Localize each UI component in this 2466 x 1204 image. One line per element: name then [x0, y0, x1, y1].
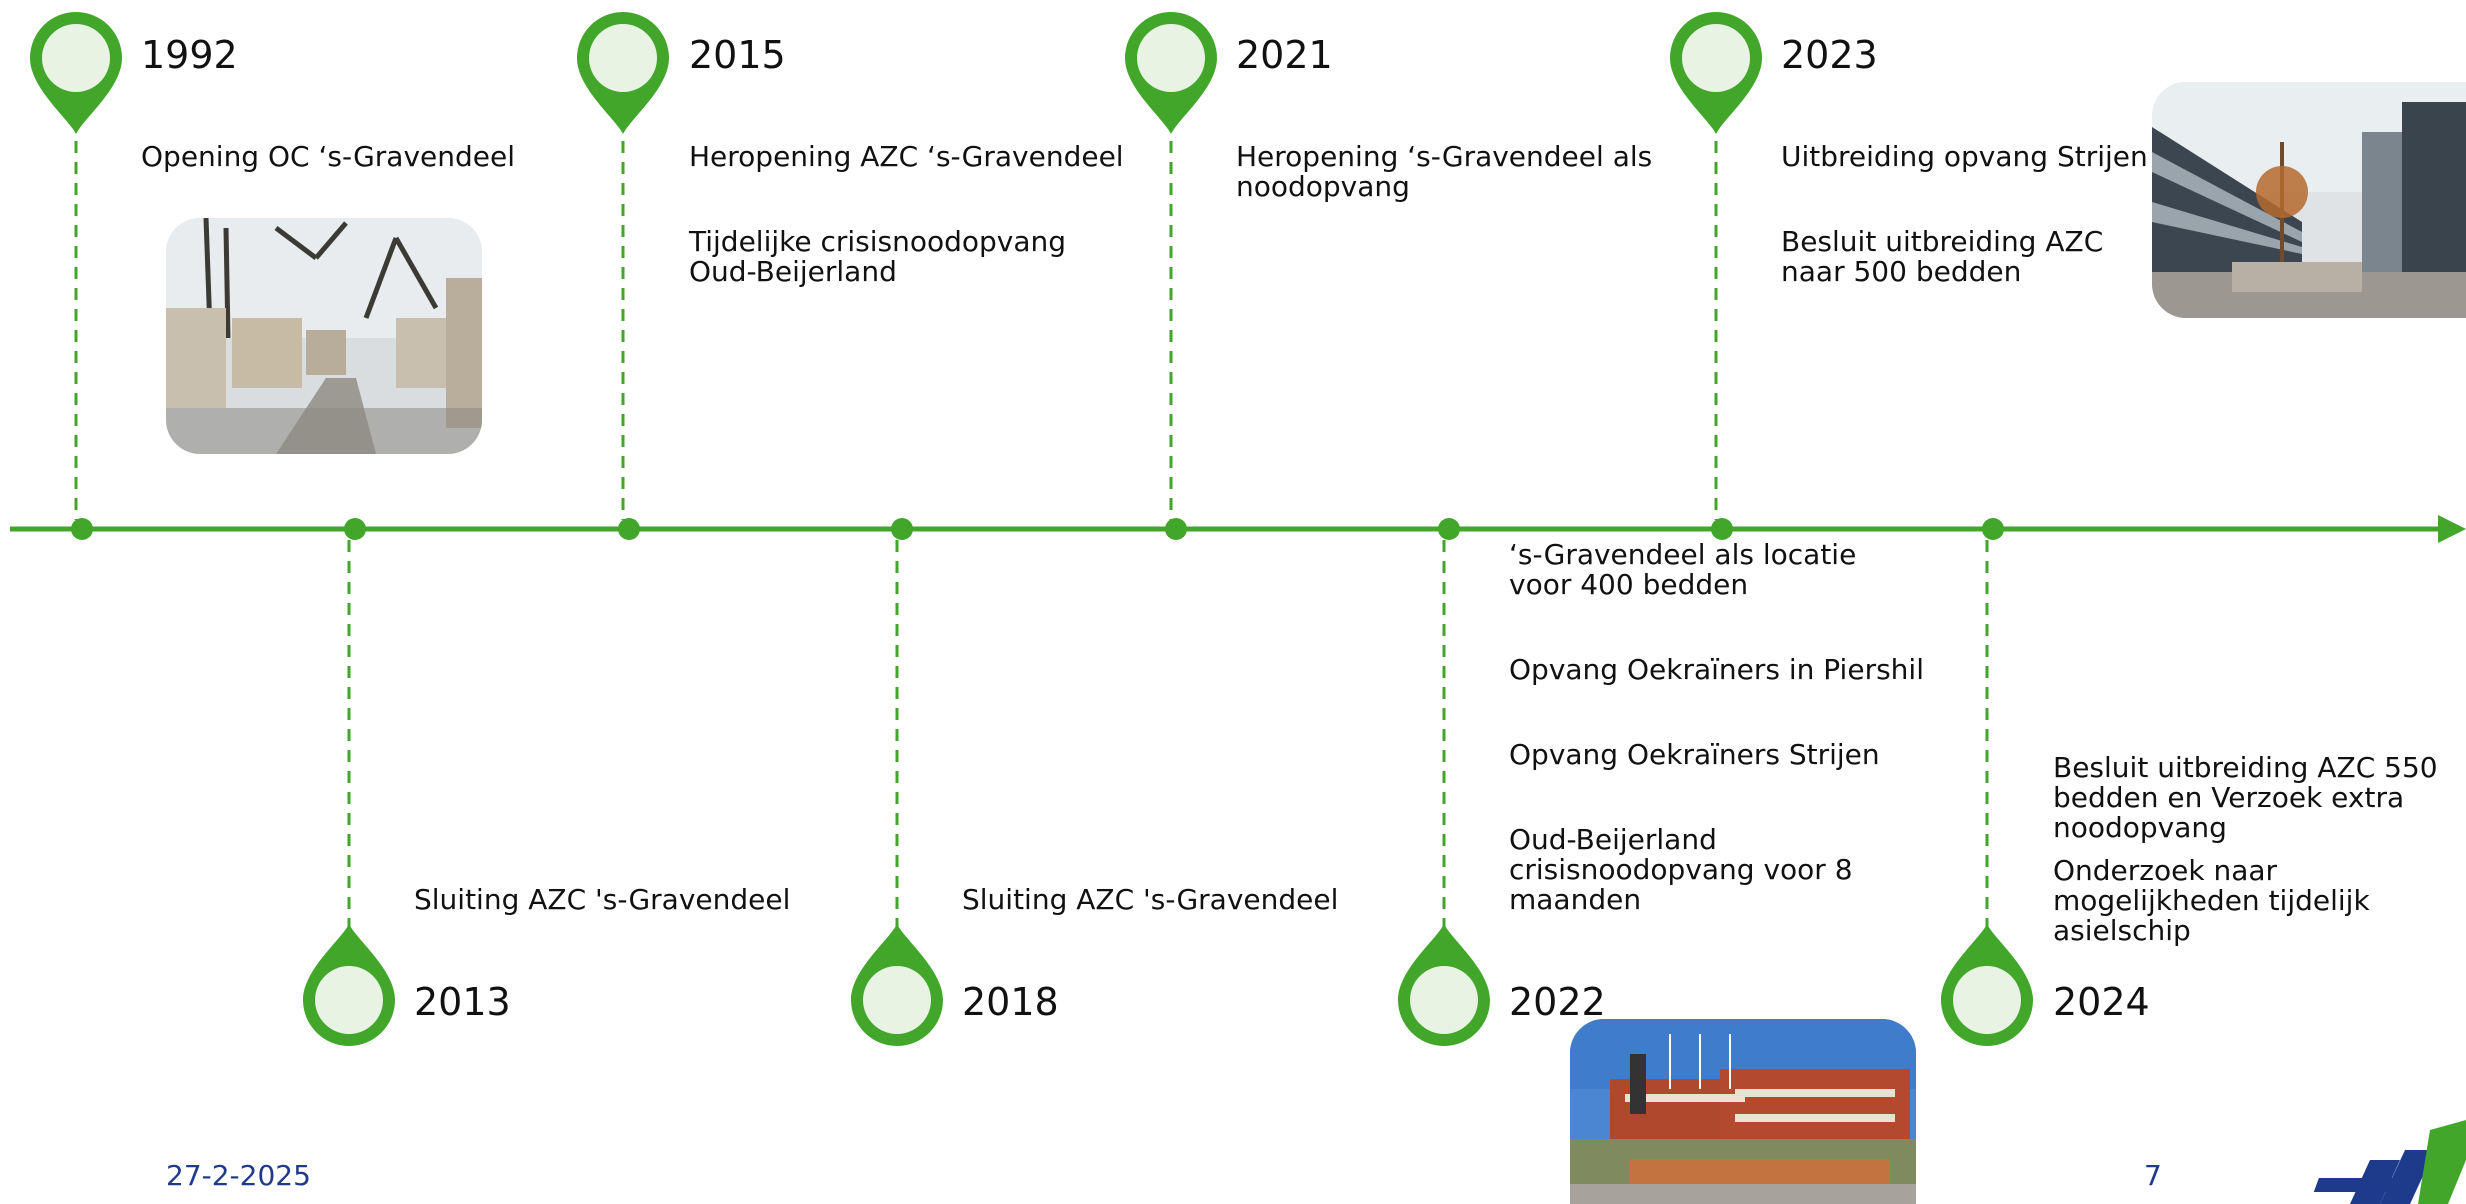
year-label: 1992 [141, 33, 238, 77]
event-text: Opening OC ‘s-Gravendeel [141, 140, 516, 173]
footer-date: 27-2-2025 [166, 1159, 311, 1192]
location-pin-icon [1125, 12, 1217, 134]
event-text: Sluiting AZC 's-Gravendeel [414, 883, 791, 916]
year-label: 2015 [689, 33, 786, 77]
event-text: Besluit uitbreiding AZC naar 500 bedden [1781, 225, 2104, 288]
photo-container-units [166, 218, 482, 454]
location-pin-icon [577, 12, 669, 134]
pins-top [30, 12, 1762, 134]
event-text: Opvang Oekraïners in Piershil [1509, 653, 1924, 686]
timeline-dot-2013 [344, 518, 366, 540]
event-text: Uitbreiding opvang Strijen [1781, 140, 2148, 173]
event-text: Opvang Oekraïners Strijen [1509, 738, 1880, 771]
location-pin-icon [1941, 924, 2033, 1046]
location-pin-icon [1670, 12, 1762, 134]
timeline-dot-2022 [1438, 518, 1460, 540]
connectors-bottom [347, 540, 1989, 930]
timeline-arrow-icon [2438, 515, 2466, 543]
photo-town-hall [1570, 1019, 1916, 1204]
year-label: 2023 [1781, 33, 1878, 77]
connectors-top [74, 120, 1718, 520]
year-label: 2013 [414, 980, 511, 1024]
location-pin-icon [303, 924, 395, 1046]
timeline-dot-2018 [891, 518, 913, 540]
event-text: ‘s-Gravendeel als locatie voor 400 bedde… [1509, 538, 1857, 601]
page-number: 7 [2144, 1159, 2162, 1192]
year-label: 2024 [2053, 980, 2150, 1024]
event-text: Oud-Beijerland crisisnoodopvang voor 8 m… [1509, 823, 1853, 916]
event-text: Onderzoek naar mogelijkheden tijdelijk a… [2053, 854, 2370, 947]
timeline-dot-2021 [1165, 518, 1187, 540]
event-text: Tijdelijke crisisnoodopvang Oud-Beijerla… [689, 225, 1067, 288]
location-pin-icon [30, 12, 122, 134]
event-text: Heropening ‘s-Gravendeel als noodopvang [1236, 140, 1653, 203]
event-text: Heropening AZC ‘s-Gravendeel [689, 140, 1124, 173]
timeline-dot-2024 [1982, 518, 2004, 540]
location-pin-icon [1398, 924, 1490, 1046]
location-pin-icon [851, 924, 943, 1046]
pins-bottom [303, 924, 2033, 1046]
year-label: 2018 [962, 980, 1059, 1024]
timeline-dot-2023 [1711, 518, 1733, 540]
timeline-dots [71, 518, 2004, 540]
event-text: Sluiting AZC 's-Gravendeel [962, 883, 1339, 916]
event-text: Besluit uitbreiding AZC 550 bedden en Ve… [2053, 751, 2438, 844]
timeline-dot-2015 [618, 518, 640, 540]
photo-housing-block [2152, 82, 2466, 318]
timeline-dot-1992 [71, 518, 93, 540]
year-label: 2022 [1509, 980, 1606, 1024]
logo-icon [2313, 1120, 2466, 1204]
year-label: 2021 [1236, 33, 1333, 77]
